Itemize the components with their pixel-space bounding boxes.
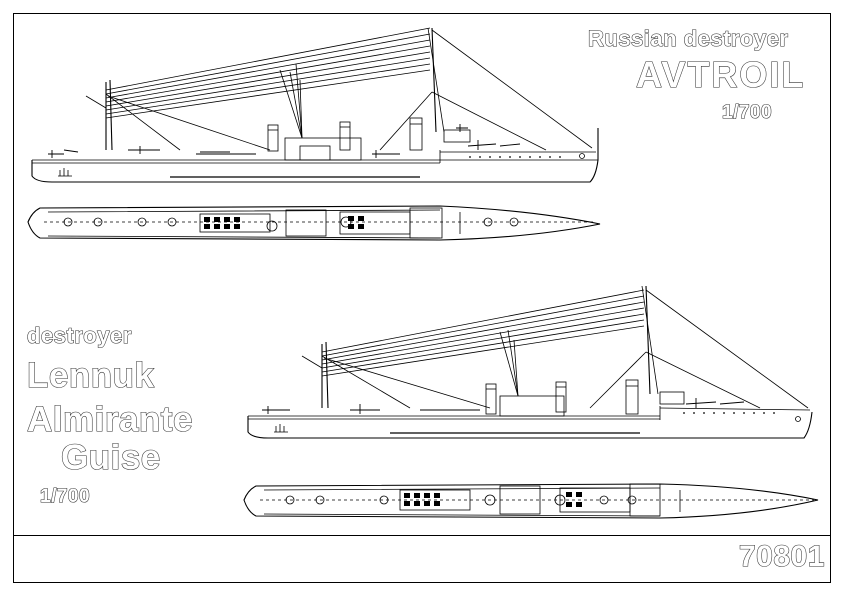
top-title-ship-name: AVTROIL bbox=[635, 53, 806, 95]
lennuk-plan-view bbox=[243, 483, 819, 519]
side-title-line-1: destroyer bbox=[26, 322, 132, 348]
top-scale-label: 1/700 bbox=[721, 101, 773, 123]
catalog-number: 70801 bbox=[738, 539, 825, 573]
top-title-line-1: Russian destroyer bbox=[587, 25, 789, 51]
title-block-rule bbox=[13, 535, 831, 536]
side-scale-label: 1/700 bbox=[39, 485, 91, 507]
lennuk-side-profile bbox=[247, 285, 813, 439]
sheet-frame bbox=[13, 13, 831, 583]
avtroil-plan-view bbox=[27, 205, 601, 241]
side-title-ship-name-2: Almirante bbox=[26, 399, 193, 439]
side-title-ship-name-1: Lennuk bbox=[26, 355, 155, 395]
avtroil-side-profile bbox=[31, 27, 599, 183]
side-title-ship-name-3: Guise bbox=[60, 437, 161, 477]
